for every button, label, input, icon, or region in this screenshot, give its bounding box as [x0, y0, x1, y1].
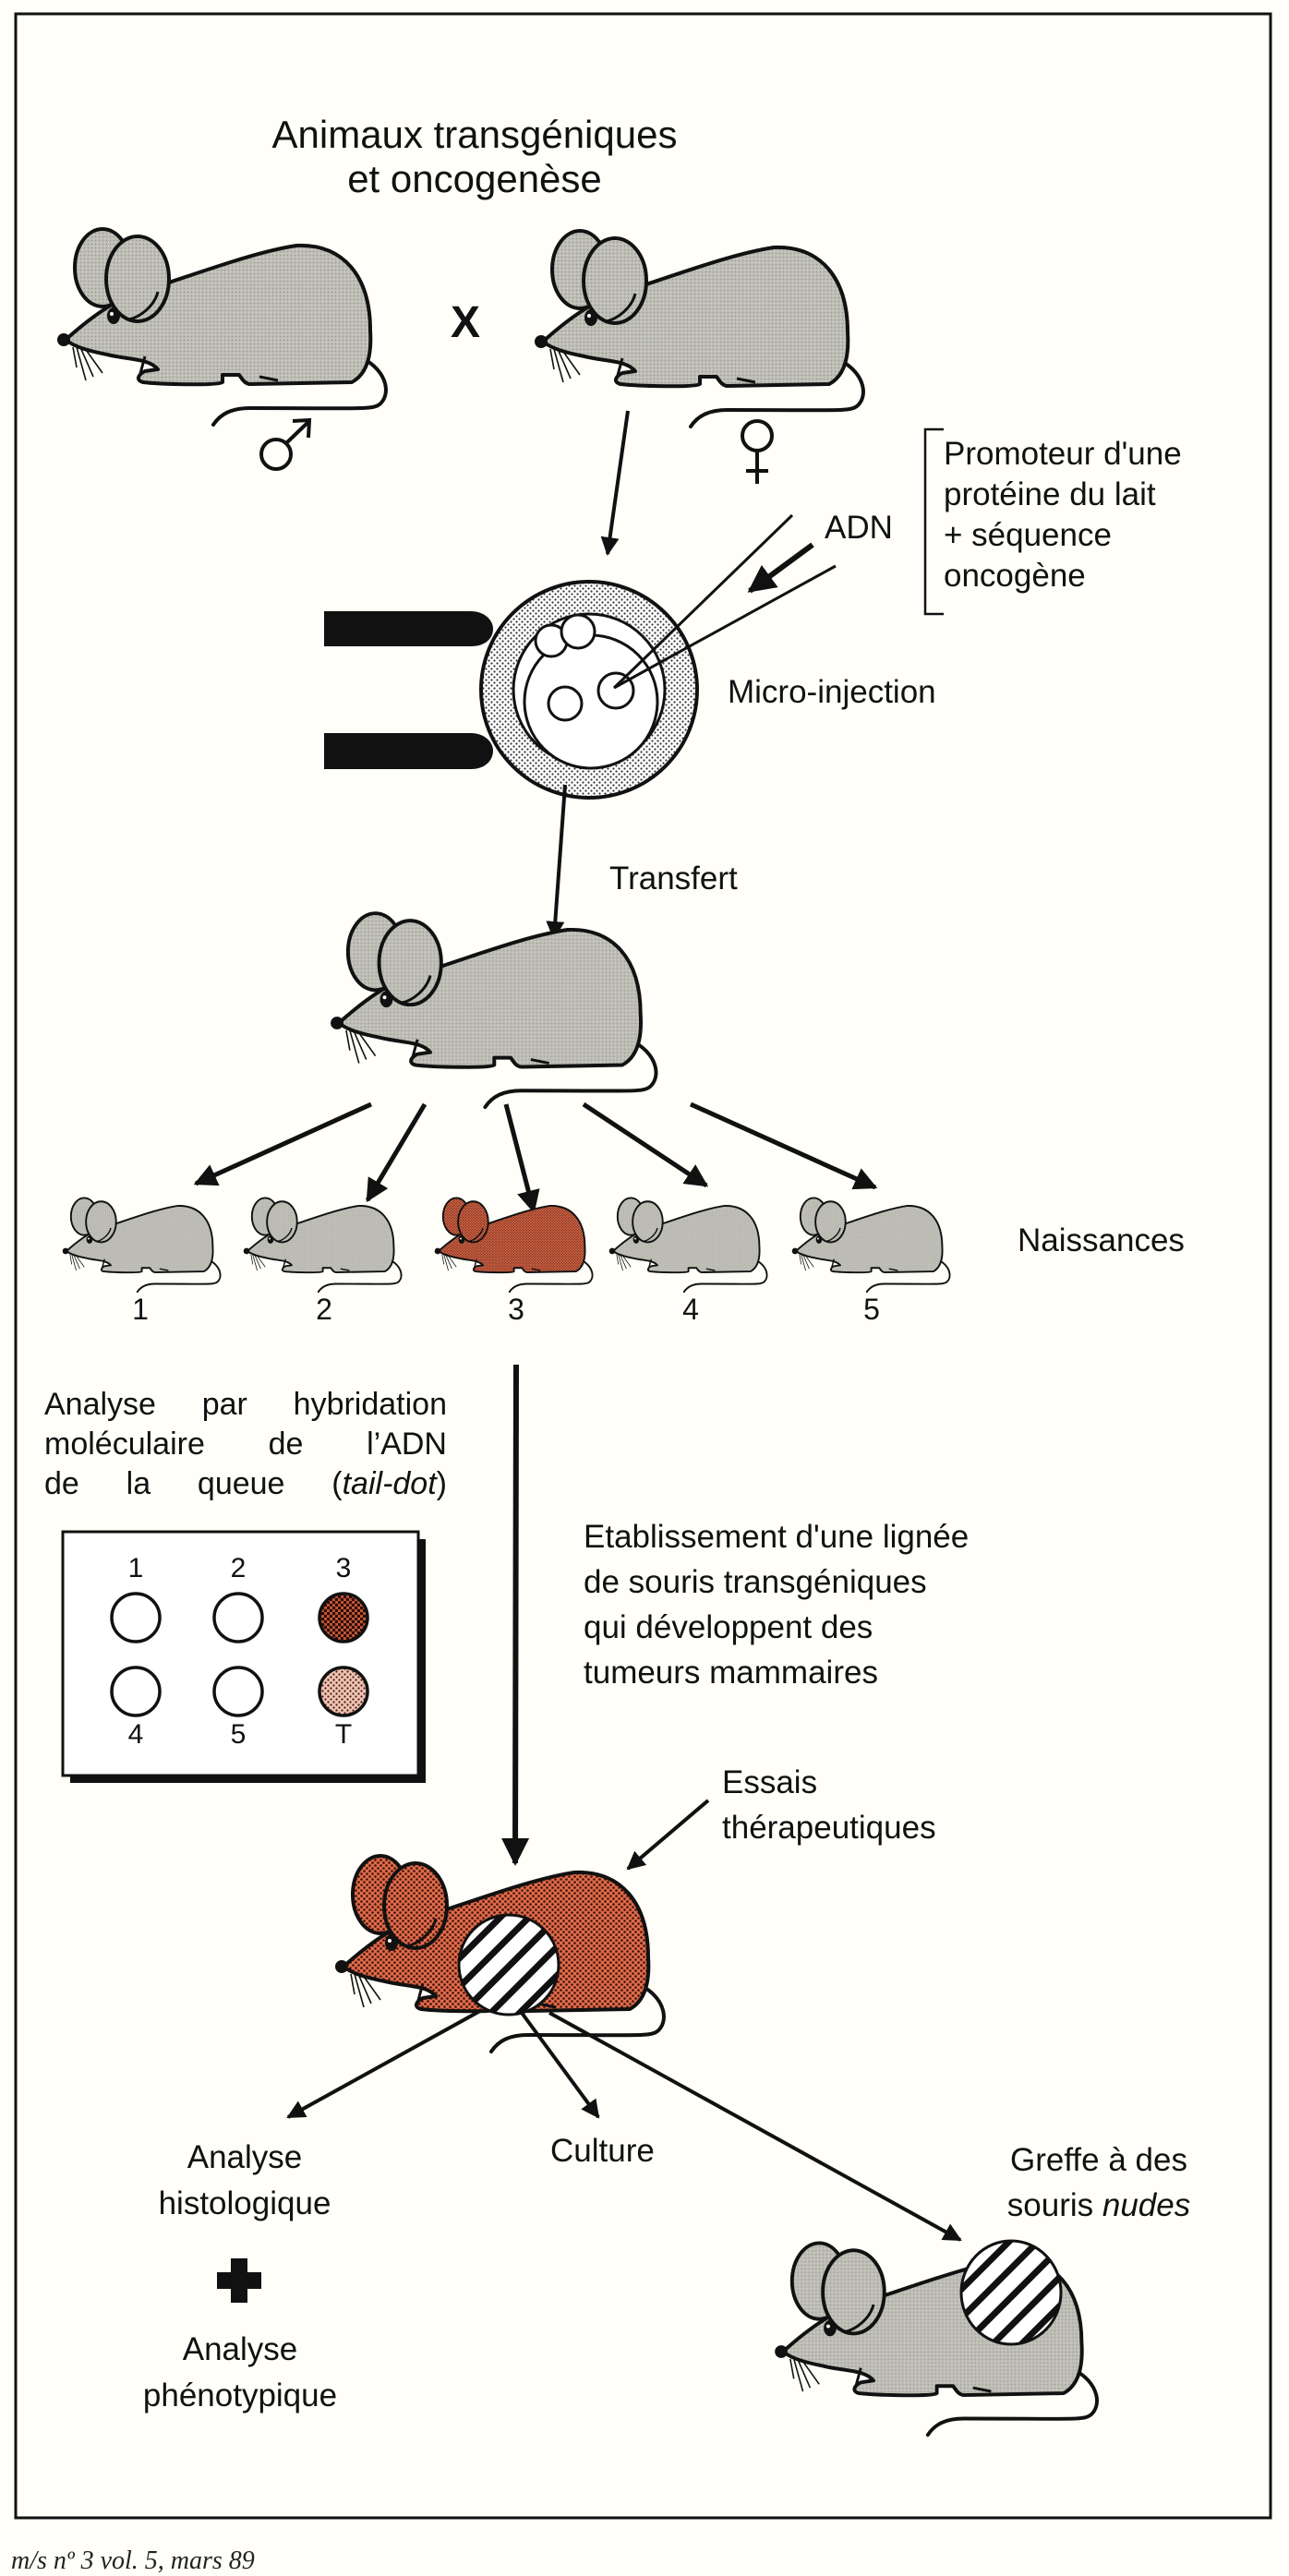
dot-5 [212, 1666, 264, 1717]
construct-description: Promoteur d'une protéine du lait + séque… [944, 434, 1182, 596]
dna-arrow [747, 542, 814, 594]
grafted-tumor-icon [959, 2239, 1063, 2346]
dna-label: ADN [825, 510, 893, 546]
graft-line-2: souris nudes [1006, 2187, 1191, 2223]
male-parent-mouse-icon [55, 227, 388, 427]
births-label: Naissances [1018, 1222, 1185, 1258]
lineage-arrow [501, 1364, 530, 1866]
pup-mouse-icon-3-transgenic [433, 1197, 594, 1294]
cross-symbol: X [451, 298, 481, 347]
lineage-line-1: Etablissement d'une lignée [584, 1519, 970, 1555]
lineage-line-3: qui développent des [584, 1609, 873, 1645]
construct-line-1: Promoteur d'une [944, 436, 1182, 472]
figure-frame [14, 12, 1272, 2520]
micro-injection-label: Micro-injection [728, 674, 936, 710]
diagram-title: Animaux transgéniques et oncogenèse [198, 113, 752, 201]
female-symbol-icon [741, 419, 774, 484]
nude-mice-term: nudes [1102, 2187, 1191, 2223]
histology-label: Analyse histologique [152, 2135, 337, 2227]
phenotype-label: Analyse phénotypique [129, 2327, 351, 2419]
pup-number-4: 4 [682, 1293, 699, 1326]
construct-line-2: protéine du lait [944, 476, 1156, 512]
lineage-description: Etablissement d'une lignée de souris tra… [584, 1514, 969, 1695]
holding-pipette-icon [324, 611, 493, 769]
tail-dot-term: tail-dot [342, 1466, 437, 1501]
therapy-line-1: Essais [722, 1764, 818, 1800]
lineage-line-2: de souris transgéniques [584, 1564, 927, 1600]
construct-bracket [923, 427, 944, 616]
arrow-to-egg [600, 410, 630, 556]
culture-label: Culture [550, 2133, 655, 2169]
dot-label-5: 5 [230, 1719, 247, 1750]
tail-dot-caption-line-3: de la queue (tail-dot) [44, 1466, 447, 1501]
male-symbol-icon [259, 417, 312, 471]
pup-mouse-icon-1 [61, 1197, 222, 1294]
foster-mother-mouse-icon [329, 911, 658, 1110]
dot-label-1: 1 [127, 1553, 144, 1583]
pup-number-3: 3 [508, 1293, 524, 1326]
female-parent-mouse-icon [533, 229, 865, 428]
tail-dot-membrane [61, 1530, 426, 1783]
dot-4 [110, 1666, 162, 1717]
plus-icon [217, 2258, 261, 2303]
pup-number-5: 5 [863, 1293, 880, 1326]
fertilized-egg-icon [479, 580, 699, 800]
therapy-line-2: thérapeutiques [722, 1810, 936, 1846]
injection-pipette-icon [612, 513, 837, 690]
journal-footer: m/s nº 3 vol. 5, mars 89 [11, 2546, 255, 2575]
pup-mouse-icon-4 [608, 1197, 768, 1294]
therapy-label: Essais thérapeutiques [722, 1760, 936, 1850]
tail-dot-caption-line-1: Analyse par hybridation [44, 1387, 447, 1422]
dot-2 [212, 1592, 264, 1643]
dot-label-4: 4 [127, 1719, 144, 1750]
outcome-arrows [286, 2009, 962, 2242]
mammary-tumor-icon [457, 1913, 560, 2016]
therapy-arrow [626, 1799, 710, 1871]
phenotype-line-1: Analyse [182, 2331, 298, 2367]
tail-dot-caption: Analyse par hybridation moléculaire de l… [44, 1385, 447, 1504]
lineage-line-4: tumeurs mammaires [584, 1655, 878, 1691]
dot-1 [110, 1592, 162, 1643]
transfer-label: Transfert [609, 861, 738, 897]
dot-3 [318, 1592, 369, 1643]
dot-label-T: T [334, 1719, 353, 1750]
histology-line-1: Analyse [187, 2139, 303, 2175]
pup-mouse-icon-5 [790, 1197, 951, 1294]
dot-label-3: 3 [335, 1553, 352, 1583]
pup-mouse-icon-2 [242, 1197, 403, 1294]
histology-line-2: histologique [158, 2185, 331, 2221]
title-line-1: Animaux transgéniques [271, 113, 678, 156]
dot-T [318, 1666, 369, 1717]
dot-label-2: 2 [230, 1553, 247, 1583]
transfer-arrow [546, 784, 567, 940]
graft-line-1: Greffe à des [1010, 2142, 1187, 2178]
graft-label: Greffe à des souris nudes [993, 2137, 1205, 2228]
pup-number-1: 1 [132, 1293, 149, 1326]
birth-arrows [193, 1101, 878, 1214]
phenotype-line-2: phénotypique [142, 2377, 338, 2413]
construct-line-3: + séquence [944, 517, 1112, 553]
tail-dot-caption-line-2: moléculaire de l’ADN [44, 1426, 447, 1462]
pup-number-2: 2 [316, 1293, 332, 1326]
construct-line-4: oncogène [944, 558, 1086, 594]
title-line-2: et oncogenèse [347, 157, 602, 200]
